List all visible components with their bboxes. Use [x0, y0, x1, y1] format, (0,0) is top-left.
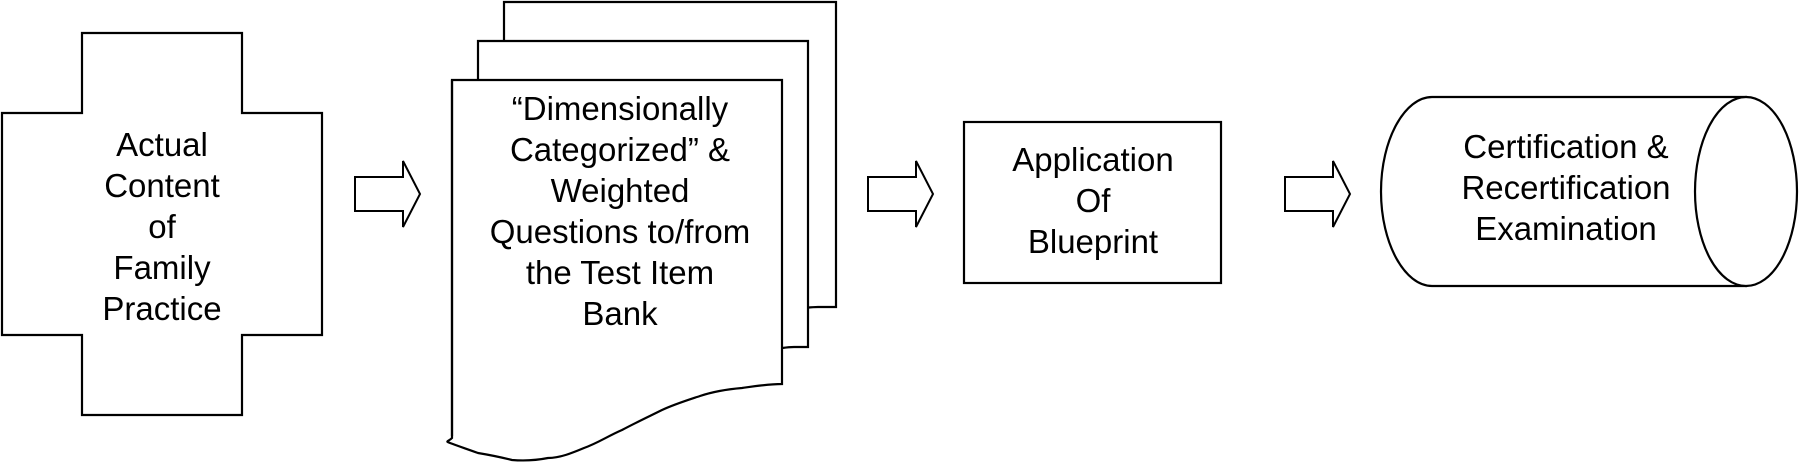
node-content-label: Actual Content of Family Practice: [102, 125, 222, 327]
arrow-blueprint-to-exam: [1284, 160, 1352, 228]
node-questions-page-front: [446, 78, 784, 462]
node-content-shape: [0, 31, 324, 417]
arrow-content-to-questions: [354, 160, 422, 228]
node-blueprint-label: Application Of Blueprint: [1012, 140, 1174, 260]
node-blueprint-shape: [962, 120, 1223, 285]
node-questions-label: “Dimensionally Categorized” & Weighted Q…: [489, 90, 751, 332]
node-exam-cylinder-end: [1693, 95, 1799, 288]
node-exam-label: Certification & Recertification Examinat…: [1461, 127, 1671, 247]
arrow-questions-to-blueprint: [867, 160, 935, 228]
node-exam-shape: [1379, 95, 1748, 288]
